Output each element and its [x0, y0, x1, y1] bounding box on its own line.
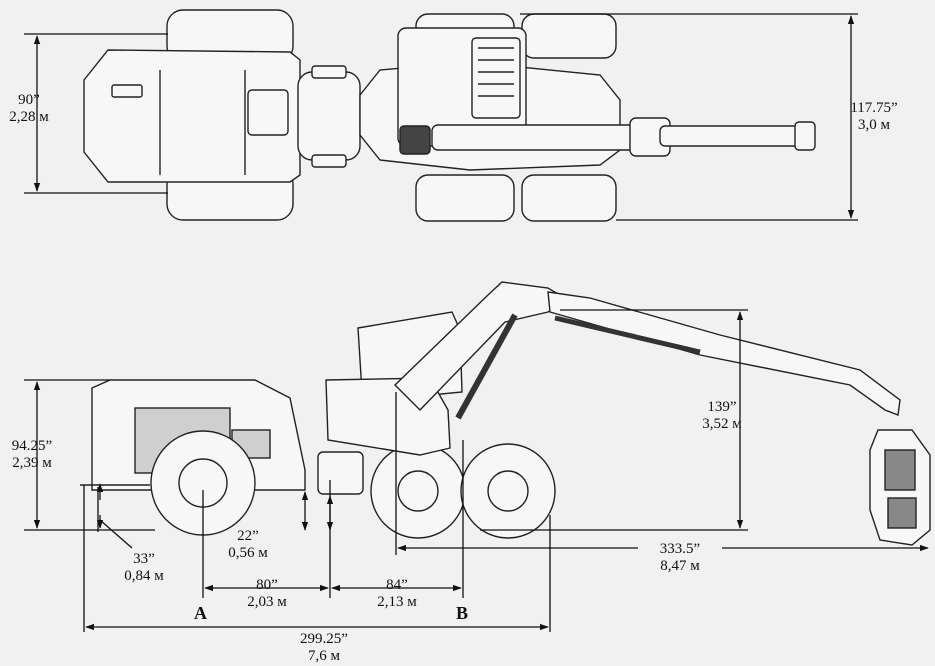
height-inches: 94.25”	[11, 438, 53, 454]
front-tire-2-top	[521, 13, 617, 59]
top-dimension-lines	[24, 13, 858, 221]
top-overall-width-meters: 3,0 м	[858, 117, 890, 133]
overall-length-label: 299.25” 7,6 м	[282, 631, 366, 665]
boom-top	[431, 124, 655, 151]
hitch	[317, 451, 364, 495]
boom-reach-inches: 333.5”	[659, 541, 701, 557]
overall-length-inches: 299.25”	[300, 631, 348, 647]
rear-body	[83, 49, 301, 183]
top-view	[83, 9, 816, 222]
front-tire-2-bottom	[521, 174, 617, 222]
rear-clearance-label: 33” 0,84 м	[112, 551, 176, 585]
wheelbase-rear-label: 84” 2,13 м	[362, 577, 432, 611]
boom-height-label: 139” 3,52 м	[690, 399, 754, 433]
height-meters: 2,39 м	[12, 455, 52, 471]
rear-clearance-meters: 0,84 м	[124, 568, 164, 584]
top-width-inches: 90”	[18, 92, 40, 108]
articulation-joint	[297, 71, 361, 161]
boom-height-inches: 139”	[707, 399, 737, 415]
top-overall-width-inches: 117.75”	[850, 100, 898, 116]
wheelbase-rear-meters: 2,13 м	[377, 594, 417, 610]
front-tire-1-bottom	[415, 174, 515, 222]
ground-clearance-label: 22” 0,56 м	[216, 528, 280, 562]
wheelbase-front-meters: 2,03 м	[247, 594, 287, 610]
ground-clearance-meters: 0,56 м	[228, 545, 268, 561]
top-width-label: 90” 2,28 м	[2, 92, 56, 126]
wheelbase-front-inches: 80”	[256, 577, 278, 593]
rear-clearance-inches: 33”	[133, 551, 155, 567]
height-label: 94.25” 2,39 м	[0, 438, 64, 472]
top-overall-width-label: 117.75” 3,0 м	[824, 100, 924, 134]
side-view	[80, 281, 931, 546]
boom-reach-label: 333.5” 8,47 м	[638, 541, 722, 575]
overall-length-meters: 7,6 м	[308, 648, 340, 664]
top-width-meters: 2,28 м	[9, 109, 49, 125]
wheelbase-front-label: 80” 2,03 м	[232, 577, 302, 611]
ground-clearance-inches: 22”	[237, 528, 259, 544]
wheelbase-rear-inches: 84”	[386, 577, 408, 593]
point-a-label: A	[194, 603, 207, 623]
boom-height-meters: 3,52 м	[702, 416, 742, 432]
boom-reach-meters: 8,47 м	[660, 558, 700, 574]
point-b-label: B	[456, 603, 469, 623]
